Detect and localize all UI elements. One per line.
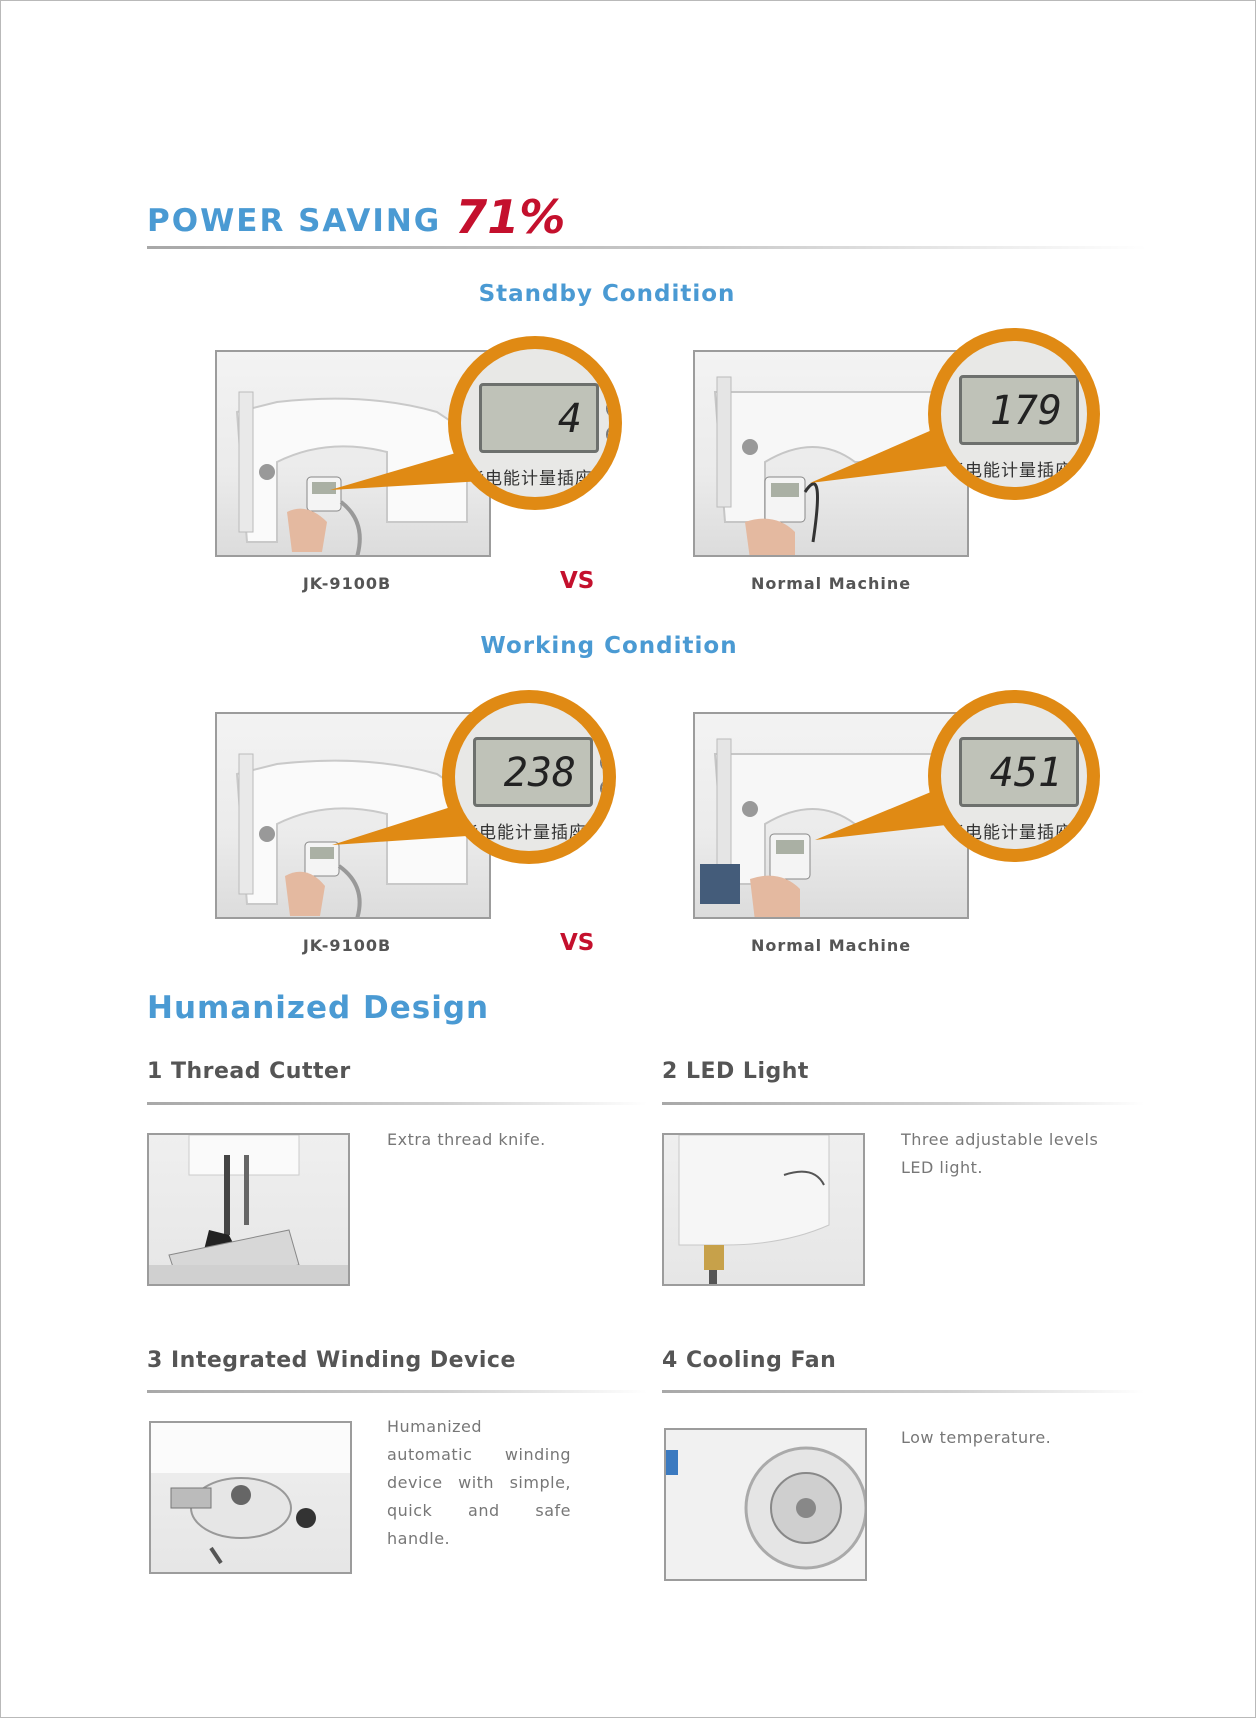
- working-normal-meter-zoom: 451 能电能计量插座: [928, 690, 1100, 862]
- working-jk9100b-meter-zoom: 238 能电能计量插座: [442, 690, 616, 864]
- feature-title-thread-cutter: 1 Thread Cutter: [147, 1059, 351, 1084]
- meter-buttons: [606, 399, 609, 477]
- led-light-illustration: [678, 1135, 830, 1284]
- feature-divider: [147, 1390, 647, 1393]
- led-light-description: Three adjustable levels LED light.: [901, 1130, 1099, 1177]
- cooling-fan-photo: [664, 1428, 867, 1581]
- meter-buttons: [1086, 753, 1087, 831]
- standby-vs-label: VS: [560, 568, 595, 594]
- winding-device-illustration: [151, 1423, 350, 1565]
- standby-jk9100b-meter-zoom: 4 能电能计量插座: [448, 336, 622, 510]
- meter-lcd-reading: 179: [959, 375, 1079, 445]
- feature-divider: [662, 1102, 1144, 1105]
- winding-device-photo: [149, 1421, 352, 1574]
- working-vs-label: VS: [560, 930, 595, 956]
- meter-label: 能电能计量插座: [947, 823, 1073, 843]
- power-saving-percent: 71%: [455, 190, 566, 244]
- standby-jk9100b-photo: [215, 350, 491, 557]
- feature-title-led-light: 2 LED Light: [662, 1059, 809, 1084]
- working-left-caption: JK-9100B: [302, 936, 392, 955]
- sewing-machine-illustration: [713, 376, 936, 555]
- standby-normal-meter-zoom: 179 能电能计量插座: [928, 328, 1100, 500]
- led-light-photo: [662, 1133, 865, 1286]
- meter-label: 能电能计量插座: [461, 823, 587, 843]
- feature-divider: [662, 1390, 1144, 1393]
- zoom-beam: [332, 797, 482, 845]
- humanized-design-title: Humanized Design: [147, 990, 490, 1026]
- winding-device-description: Humanized automatic winding device with …: [387, 1417, 571, 1548]
- title-text: POWER SAVING: [147, 203, 442, 239]
- meter-buttons: [1086, 391, 1087, 469]
- meter-label: 能电能计量插座: [467, 469, 593, 489]
- meter-lcd-reading: 451: [959, 737, 1079, 807]
- feature-divider: [147, 1102, 647, 1105]
- standby-condition-title: Standby Condition: [478, 281, 736, 307]
- thread-cutter-illustration: [149, 1135, 348, 1284]
- working-condition-title: Working Condition: [480, 633, 738, 659]
- sewing-machine-illustration: [700, 738, 936, 917]
- thread-cutter-description: Extra thread knife.: [387, 1130, 546, 1149]
- sewing-machine-illustration: [235, 391, 468, 555]
- feature-title-cooling-fan: 4 Cooling Fan: [662, 1348, 837, 1373]
- feature-title-winding-device: 3 Integrated Winding Device: [147, 1348, 516, 1373]
- thread-cutter-photo: [147, 1133, 350, 1286]
- standby-left-caption: JK-9100B: [302, 574, 392, 593]
- zoom-beam: [815, 782, 955, 840]
- meter-label: 能电能计量插座: [947, 461, 1073, 481]
- cooling-fan-illustration: [666, 1430, 865, 1579]
- meter-buttons: [600, 753, 603, 831]
- zoom-beam: [810, 420, 955, 483]
- title-divider: [147, 246, 1147, 249]
- standby-right-caption: Normal Machine: [750, 574, 912, 593]
- page-title: POWER SAVING 71%: [147, 188, 565, 248]
- sewing-machine-illustration: [235, 753, 468, 917]
- cooling-fan-description: Low temperature.: [901, 1428, 1052, 1447]
- meter-lcd-reading: 4: [479, 383, 599, 453]
- meter-lcd-reading: 238: [473, 737, 593, 807]
- working-right-caption: Normal Machine: [750, 936, 912, 955]
